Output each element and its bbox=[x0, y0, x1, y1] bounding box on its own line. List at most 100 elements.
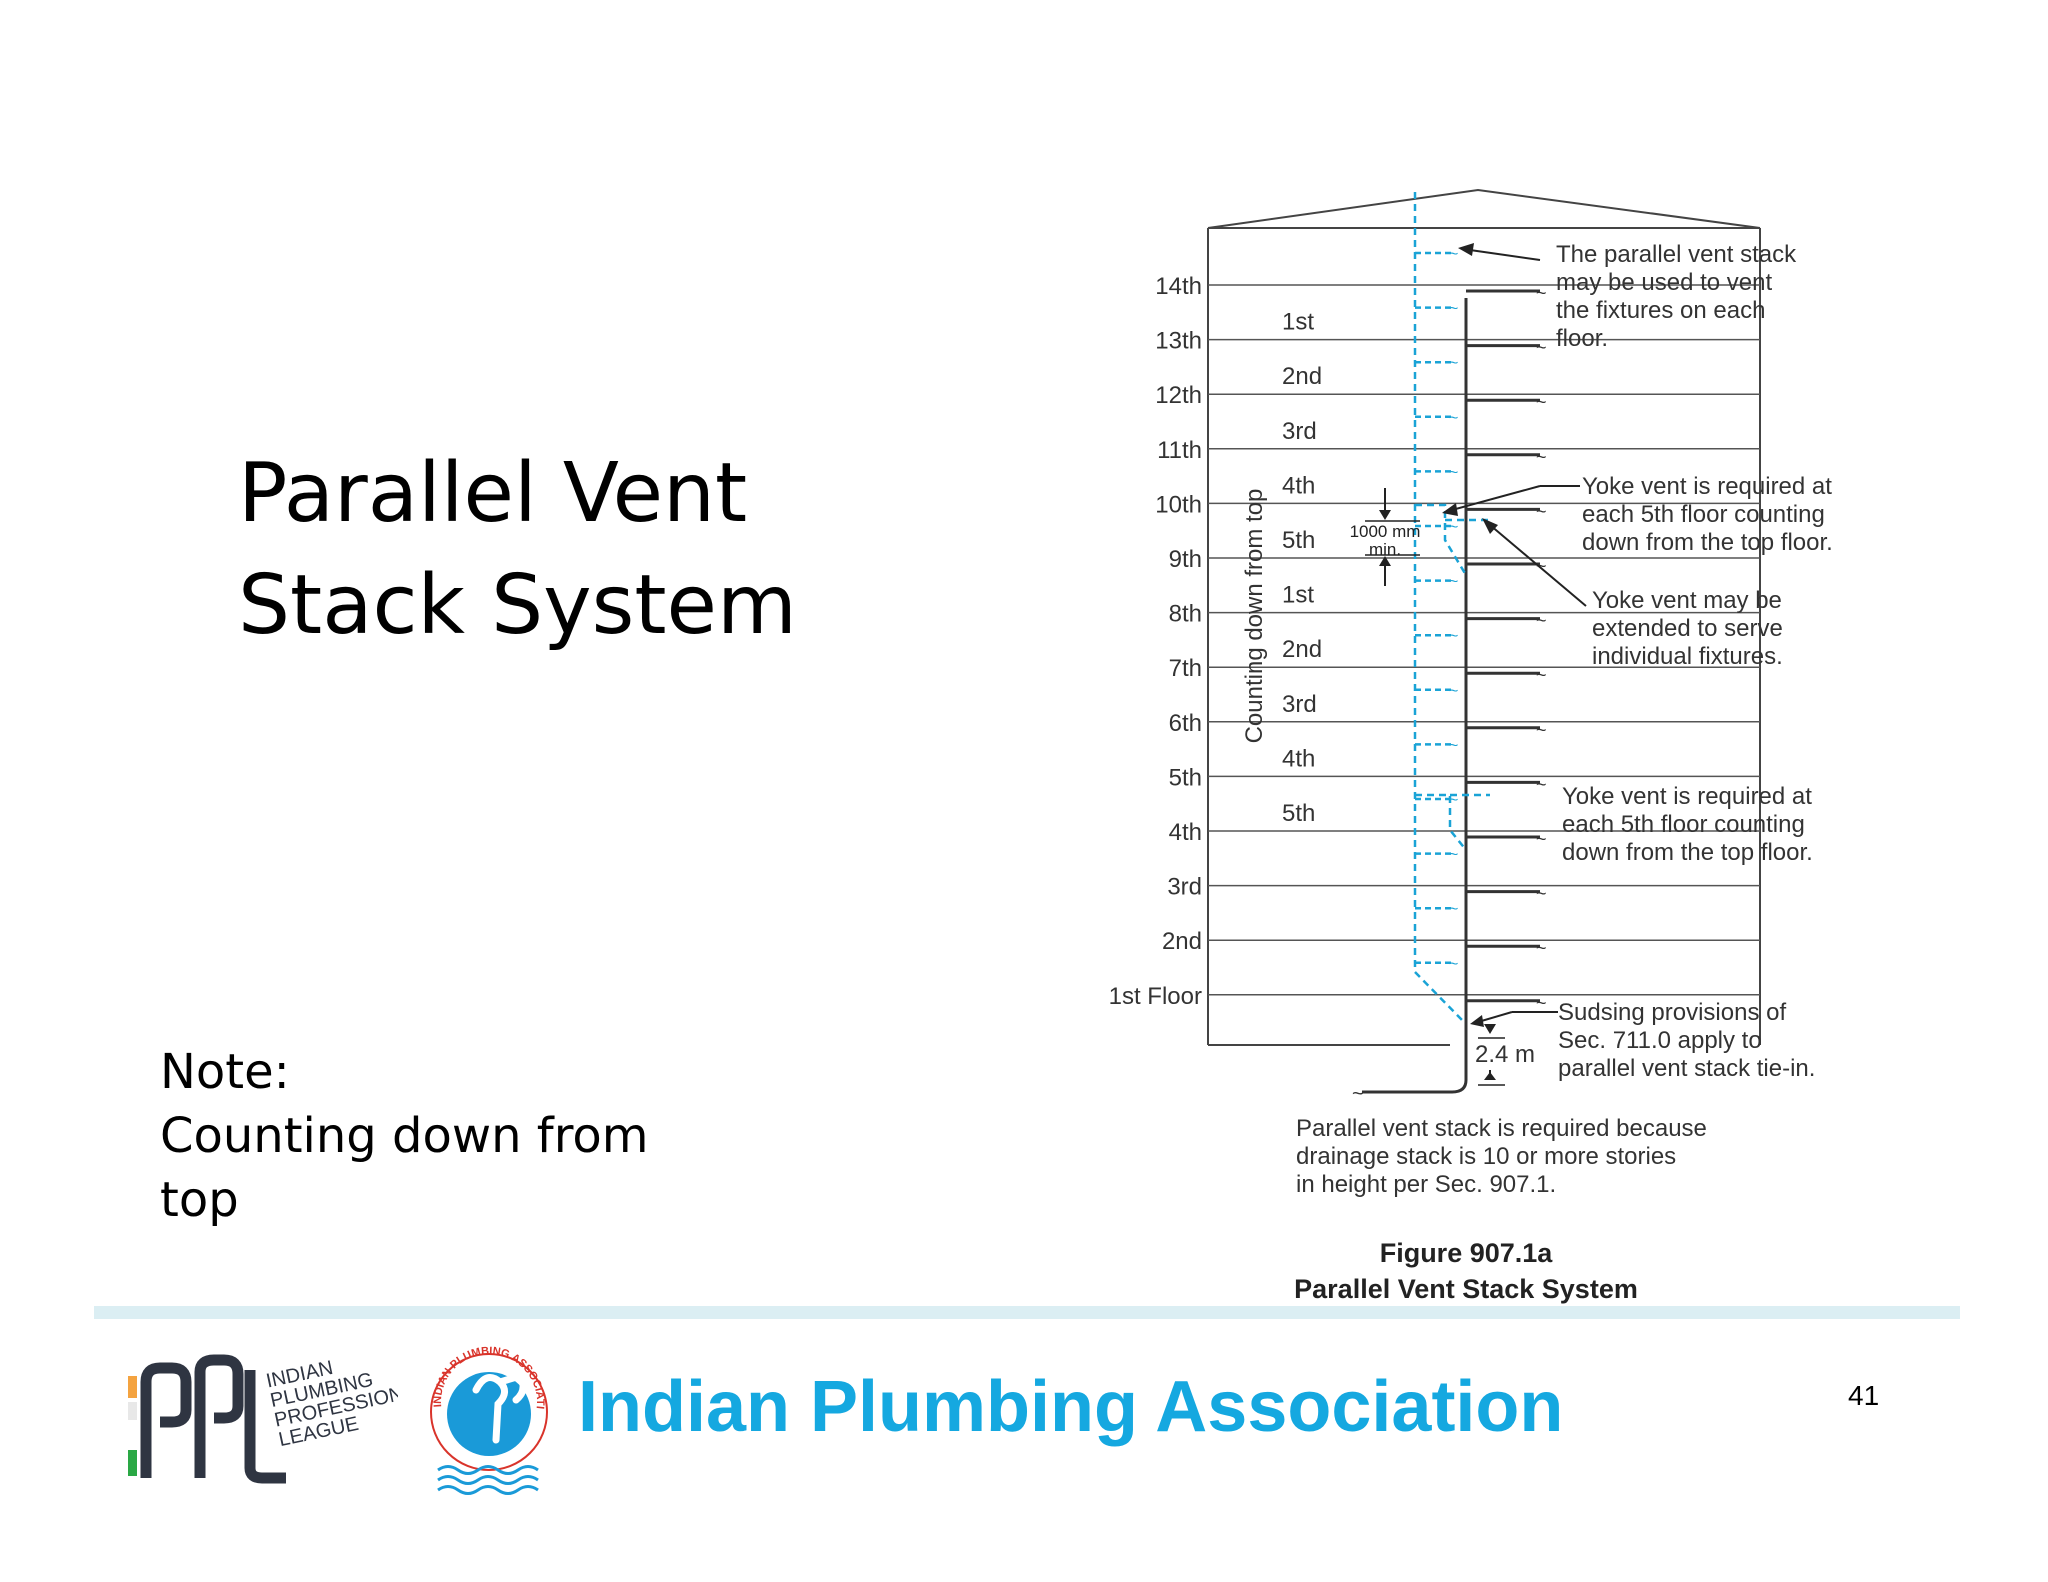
yoke-vent-upper bbox=[1415, 503, 1468, 576]
floor-label: 11th bbox=[1157, 437, 1202, 464]
note-line-1: Note: bbox=[160, 1044, 290, 1100]
trap-mark: ~ bbox=[1536, 283, 1547, 303]
svg-text:individual fixtures.: individual fixtures. bbox=[1592, 643, 1783, 670]
vent-branch-end: ~ bbox=[1449, 519, 1458, 536]
vent-branch-end: ~ bbox=[1449, 464, 1458, 481]
trap-mark: ~ bbox=[1536, 338, 1547, 358]
count-label: 5th bbox=[1282, 800, 1315, 827]
floor-label: 3rd bbox=[1167, 874, 1202, 901]
floor-label: 7th bbox=[1169, 655, 1202, 682]
callout-yoke-upper: Yoke vent is required at each 5th floor … bbox=[1582, 473, 1833, 556]
note-line-3: top bbox=[160, 1172, 239, 1228]
count-label: 4th bbox=[1282, 472, 1315, 499]
trap-mark: ~ bbox=[1536, 993, 1547, 1013]
page-number: 41 bbox=[1848, 1380, 1880, 1411]
figure-number: Figure 907.1a bbox=[1380, 1238, 1554, 1268]
vent-branch-end: ~ bbox=[1449, 683, 1458, 700]
floor-label: 5th bbox=[1169, 764, 1202, 791]
svg-text:Yoke vent is required at: Yoke vent is required at bbox=[1582, 473, 1832, 500]
trap-mark: ~ bbox=[1536, 447, 1547, 467]
callout-leaders bbox=[1442, 243, 1587, 1027]
svg-text:Sec. 711.0 apply to: Sec. 711.0 apply to bbox=[1558, 1027, 1762, 1054]
figure-title: Parallel Vent Stack System bbox=[1294, 1274, 1638, 1304]
floor-label: 10th bbox=[1155, 491, 1202, 518]
dim-min-label: min. bbox=[1369, 540, 1401, 559]
count-label: 3rd bbox=[1282, 418, 1317, 445]
floor-labels: 14th13th12th11th10th9th8th7th6th5th4th3r… bbox=[1109, 273, 1202, 1010]
trap-mark: ~ bbox=[1536, 556, 1547, 576]
count-label: 2nd bbox=[1282, 636, 1322, 663]
svg-text:down from the top floor.: down from the top floor. bbox=[1562, 839, 1813, 866]
floor-label: 13th bbox=[1155, 328, 1202, 355]
trap-mark: ~ bbox=[1536, 665, 1547, 685]
dimension-1000mm: 1000 mm min. bbox=[1350, 488, 1420, 586]
count-label: 5th bbox=[1282, 527, 1315, 554]
count-labels: 1st 2nd 3rd 4th 5th 1st 2nd 3rd 4th 5th bbox=[1282, 309, 1322, 827]
callout-parallel-vent: The parallel vent stack may be used to v… bbox=[1556, 241, 1797, 352]
trap-mark: ~ bbox=[1536, 720, 1547, 740]
floor-lines bbox=[1208, 284, 1760, 996]
trap-mark: ~ bbox=[1536, 501, 1547, 521]
dim-2-4m-label: 2.4 m bbox=[1475, 1041, 1535, 1068]
svg-text:each 5th floor counting: each 5th floor counting bbox=[1562, 811, 1805, 838]
yoke-vent-lower bbox=[1415, 793, 1467, 851]
svg-text:Yoke vent is required at: Yoke vent is required at bbox=[1562, 783, 1812, 810]
svg-text:~: ~ bbox=[1352, 1083, 1364, 1105]
svg-text:floor.: floor. bbox=[1556, 325, 1608, 352]
footer-divider bbox=[94, 1306, 1960, 1319]
slide-title: Parallel Vent Stack System bbox=[238, 438, 878, 662]
svg-text:parallel vent stack tie-in.: parallel vent stack tie-in. bbox=[1558, 1055, 1815, 1082]
count-label: 1st bbox=[1282, 309, 1314, 336]
roof-outline bbox=[1207, 188, 1761, 229]
trap-mark: ~ bbox=[1536, 611, 1547, 631]
count-label: 4th bbox=[1282, 745, 1315, 772]
floor-label: 2nd bbox=[1162, 928, 1202, 955]
svg-text:down from the top floor.: down from the top floor. bbox=[1582, 529, 1833, 556]
svg-text:the fixtures on each: the fixtures on each bbox=[1556, 297, 1765, 324]
count-label: 2nd bbox=[1282, 363, 1322, 390]
vent-branch-end: ~ bbox=[1449, 792, 1458, 809]
callout-yoke-extended: Yoke vent may be extended to serve indiv… bbox=[1592, 587, 1783, 670]
svg-text:in height per Sec. 907.1.: in height per Sec. 907.1. bbox=[1296, 1171, 1556, 1198]
svg-text:The parallel vent stack: The parallel vent stack bbox=[1556, 241, 1797, 268]
vent-branch-end: ~ bbox=[1449, 628, 1458, 645]
svg-text:Parallel vent stack is require: Parallel vent stack is required because bbox=[1296, 1115, 1707, 1142]
floor-label: 14th bbox=[1155, 273, 1202, 300]
floor-label: 6th bbox=[1169, 710, 1202, 737]
bottom-note: Parallel vent stack is required because … bbox=[1296, 1115, 1707, 1198]
ipa-logo: INDIAN PLUMBING ASSOCIATION bbox=[424, 1330, 548, 1495]
vent-branch-end: ~ bbox=[1449, 847, 1458, 864]
vent-branch-end: ~ bbox=[1449, 410, 1458, 427]
floor-label: 4th bbox=[1169, 819, 1202, 846]
parallel-vent-stack-diagram: 14th13th12th11th10th9th8th7th6th5th4th3r… bbox=[1109, 188, 1833, 1304]
svg-text:may be used to vent: may be used to vent bbox=[1556, 269, 1772, 296]
parallel-vent-stack: ~~~~~~~~~~~~~~ bbox=[1413, 192, 1463, 1021]
slide-title-line-1: Parallel Vent bbox=[238, 446, 748, 541]
svg-text:Sudsing provisions of: Sudsing provisions of bbox=[1558, 999, 1786, 1026]
trap-mark: ~ bbox=[1536, 829, 1547, 849]
vent-branch-end: ~ bbox=[1449, 737, 1458, 754]
trap-mark: ~ bbox=[1536, 938, 1547, 958]
vent-branch-end: ~ bbox=[1449, 956, 1458, 973]
callout-sudsing: Sudsing provisions of Sec. 711.0 apply t… bbox=[1558, 999, 1815, 1082]
vent-branch-end: ~ bbox=[1449, 301, 1458, 318]
svg-text:Yoke vent may be: Yoke vent may be bbox=[1592, 587, 1782, 614]
trap-mark: ~ bbox=[1536, 884, 1547, 904]
vent-branch-end: ~ bbox=[1449, 246, 1458, 263]
floor-label: 9th bbox=[1169, 546, 1202, 573]
count-label: 1st bbox=[1282, 582, 1314, 609]
slide-title-line-2: Stack System bbox=[238, 558, 797, 653]
svg-text:drainage stack is 10 or more s: drainage stack is 10 or more stories bbox=[1296, 1143, 1676, 1170]
drainage-stack: ~ ~ ~ ~ ~ ~ ~ ~ ~ ~ ~ ~ ~ ~ ~ bbox=[1352, 283, 1547, 1105]
trap-mark: ~ bbox=[1536, 774, 1547, 794]
org-name: Indian Plumbing Association bbox=[578, 1367, 1564, 1447]
vertical-count-label: Counting down from top bbox=[1241, 489, 1268, 744]
trap-mark: ~ bbox=[1536, 392, 1547, 412]
svg-text:extended to serve: extended to serve bbox=[1592, 615, 1783, 642]
callout-yoke-lower: Yoke vent is required at each 5th floor … bbox=[1562, 783, 1813, 866]
svg-text:each 5th floor counting: each 5th floor counting bbox=[1582, 501, 1825, 528]
dimension-2-4m: 2.4 m bbox=[1475, 1024, 1535, 1086]
floor-label: 8th bbox=[1169, 601, 1202, 628]
count-label: 3rd bbox=[1282, 691, 1317, 718]
note-line-2: Counting down from bbox=[160, 1108, 649, 1164]
